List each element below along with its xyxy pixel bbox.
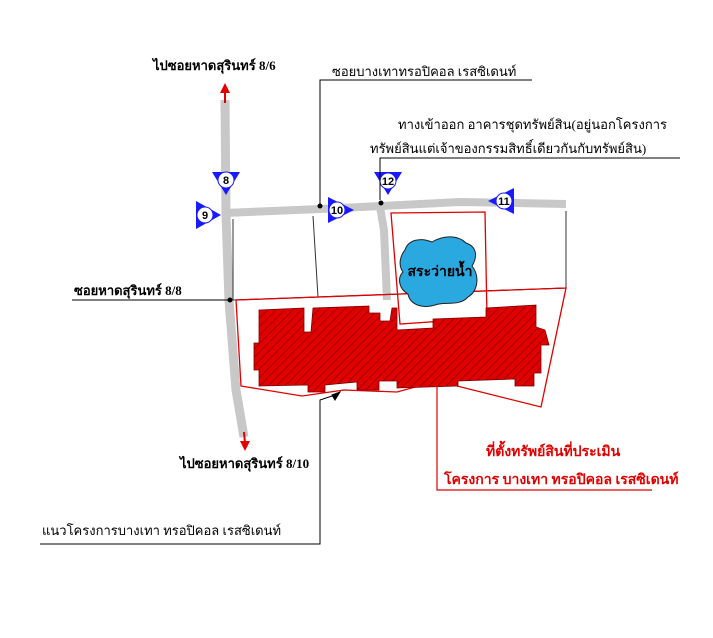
pond-shape (399, 236, 478, 308)
labels: ไปซอยหาดสุรินทร์ 8/6 ซอยบางเทาทรอปิคอล เ… (42, 57, 678, 538)
location-leader (436, 380, 652, 491)
marker-12-label: 12 (382, 176, 394, 188)
marker-8-label: 8 (223, 175, 229, 187)
leader-boundary (40, 393, 339, 545)
pond-label: สระว่ายน้ำ (408, 260, 473, 280)
marker-11-label: 11 (498, 196, 510, 208)
leader-lines (40, 79, 680, 545)
leader-soi-bang-thao-dot (317, 203, 323, 209)
label-entrance-line2: ทรัพย์สินแต่เจ้าของกรรมสิทธิ์เดียวกันกับ… (370, 139, 646, 156)
parcel-divider-1 (312, 215, 319, 298)
arrow-north-icon (220, 83, 230, 93)
leader-soi-bang-thao (319, 79, 532, 205)
parcel-lines (232, 211, 567, 301)
marker-10-circle (328, 201, 346, 219)
label-soi-bang-thao: ซอยบางเทาทรอปิคอล เรสซิเดนท์ (332, 64, 516, 79)
leader-entrance (379, 157, 680, 200)
marker-10-label: 10 (331, 205, 343, 217)
label-entrance-line1: ทางเข้าออก อาคารชุดทรัพย์สิน(อยู่นอกโครง… (398, 117, 667, 133)
marker-10: 10 (328, 197, 354, 223)
swimming-pool: สระว่ายน้ำ (399, 236, 478, 308)
marker-8-circle (217, 171, 235, 189)
road-soi-bang-thao (223, 198, 567, 217)
leader-soi-8-8-dot (227, 297, 233, 303)
label-location-title: ที่ตั้งทรัพย์สินที่ประเมิน (486, 440, 621, 460)
arrow-south-icon (240, 441, 250, 451)
road-end-arrows (220, 83, 250, 451)
label-project-boundary: แนวโครงการบางเทา ทรอปิคอล เรสซิเดนท์ (42, 523, 281, 538)
label-to-soi-8-6: ไปซอยหาดสุรินทร์ 8/6 (151, 57, 276, 74)
location-leader-line (436, 380, 652, 491)
markers: 8 9 10 12 11 (196, 171, 514, 229)
label-project-name: โครงการ บางเทา ทรอปิคอล เรสซิเดนท์ (443, 470, 678, 488)
parcel-outline-top (232, 211, 567, 301)
road-entrance (376, 206, 391, 301)
marker-12: 12 (374, 172, 402, 195)
marker-9-label: 9 (202, 210, 208, 222)
leader-entrance-dot (378, 200, 384, 206)
marker-9: 9 (196, 201, 221, 229)
project-boundary-polygon (235, 287, 567, 408)
marker-8: 8 (212, 171, 240, 195)
label-soi-8-8: ซอยหาดสุรินทร์ 8/8 (74, 283, 182, 299)
marker-11: 11 (488, 188, 514, 214)
marker-9-circle (196, 206, 214, 224)
label-to-soi-8-10: ไปซอยหาดสุรินทร์ 8/10 (178, 455, 309, 472)
marker-11-circle (495, 192, 513, 210)
leader-boundary-arrow (331, 391, 342, 401)
building-footprint (253, 304, 550, 393)
